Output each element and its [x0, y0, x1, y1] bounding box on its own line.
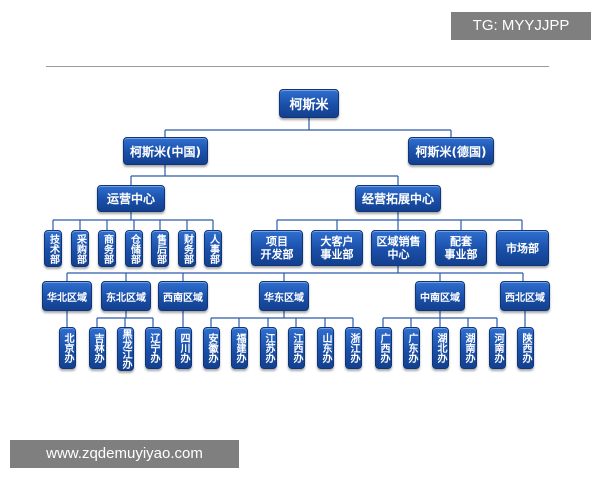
node-office: 辽宁办 [145, 327, 162, 369]
node-biz-dept: 市场部 [496, 230, 549, 266]
node-ops-dept: 财务部 [178, 230, 196, 267]
node-office: 广东办 [403, 327, 420, 369]
node-ops-dept: 商务部 [98, 230, 116, 267]
node-ops-dept: 技术部 [44, 230, 62, 267]
node-office: 黑龙江办 [117, 327, 134, 371]
node-ops-dept: 采购部 [71, 230, 89, 267]
node-region: 中南区域 [415, 281, 465, 311]
node-ops-dept: 仓储部 [125, 230, 143, 267]
node-region: 华北区域 [42, 281, 92, 311]
node-ops-center: 运营中心 [97, 185, 165, 212]
node-region: 西南区域 [158, 281, 208, 311]
node-biz-dept: 大客户 事业部 [311, 230, 363, 266]
node-office: 湖南办 [460, 327, 477, 369]
watermark-bottom: www.zqdemuyiyao.com [10, 440, 239, 468]
node-office: 河南办 [489, 327, 506, 369]
divider-line [46, 66, 549, 67]
node-office: 安徽办 [203, 327, 220, 369]
node-region: 东北区域 [101, 281, 151, 311]
node-office: 山东办 [317, 327, 334, 369]
node-office: 湖北办 [432, 327, 449, 369]
watermark-top: TG: MYYJJPP [451, 12, 591, 40]
node-ops-dept: 售后部 [151, 230, 169, 267]
node-biz-dept: 项目 开发部 [251, 230, 303, 266]
node-office: 江西办 [288, 327, 305, 369]
node-office: 陕西办 [517, 327, 534, 369]
node-region: 西北区域 [500, 281, 550, 311]
node-germany: 柯斯米(德国) [408, 137, 494, 165]
node-office: 福建办 [231, 327, 248, 369]
node-biz-center: 经营拓展中心 [355, 185, 441, 212]
node-biz-dept: 配套 事业部 [435, 230, 487, 266]
node-office: 浙江办 [345, 327, 362, 369]
node-china: 柯斯米(中国) [123, 137, 208, 165]
node-root: 柯斯米 [279, 89, 339, 118]
node-office: 吉林办 [89, 327, 106, 369]
node-biz-dept: 区域销售 中心 [371, 230, 426, 266]
node-office: 江苏办 [260, 327, 277, 369]
node-ops-dept: 人事部 [204, 230, 222, 267]
node-region: 华东区域 [259, 281, 309, 311]
node-office: 四川办 [175, 327, 192, 369]
node-office: 广西办 [375, 327, 392, 369]
node-office: 北京办 [59, 327, 76, 369]
